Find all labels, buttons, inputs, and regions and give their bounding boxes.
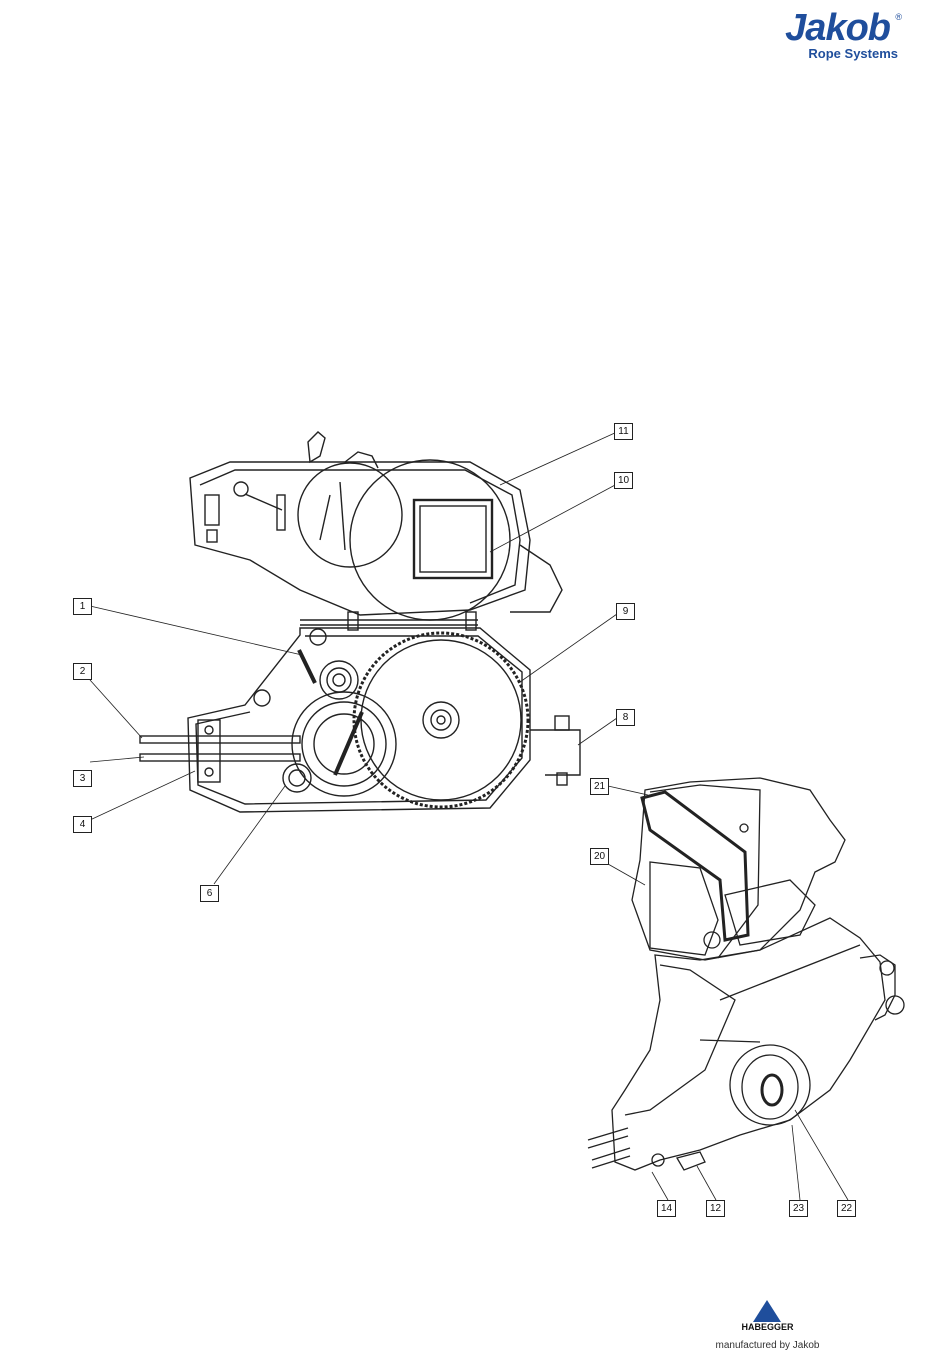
manufactured-by-text: manufactured by Jakob	[705, 1340, 830, 1351]
callout-4: 4	[73, 816, 92, 833]
lower-housing	[140, 612, 580, 812]
callout-20: 20	[590, 848, 609, 865]
callout-12: 12	[706, 1200, 725, 1217]
isometric-winch-view	[588, 778, 904, 1170]
callout-21: 21	[590, 778, 609, 795]
habegger-logo: HABEGGER manufactured by Jakob	[705, 1298, 830, 1354]
callout-23: 23	[789, 1200, 808, 1217]
callout-1: 1	[73, 598, 92, 615]
callout-11: 11	[614, 423, 633, 440]
callout-10: 10	[614, 472, 633, 489]
callout-2: 2	[73, 663, 92, 680]
habegger-triangle-icon	[705, 1298, 830, 1324]
habegger-brand-text: HABEGGER	[705, 1322, 830, 1332]
callout-6: 6	[200, 885, 219, 902]
callout-14: 14	[657, 1200, 676, 1217]
callout-22: 22	[837, 1200, 856, 1217]
callout-3: 3	[73, 770, 92, 787]
upper-housing	[190, 432, 562, 620]
callout-8: 8	[616, 709, 635, 726]
callout-9: 9	[616, 603, 635, 620]
